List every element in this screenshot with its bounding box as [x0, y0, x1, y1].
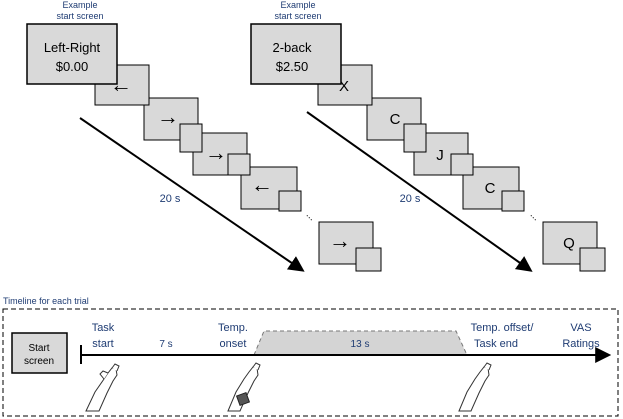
- timeline-start-screen: Start screen: [11, 332, 68, 374]
- left-time-arrow: [79, 117, 305, 272]
- left-screen-3: →: [192, 132, 251, 176]
- right-start-title: 2-back: [272, 40, 312, 55]
- forearm-icon-temp-offset: [458, 362, 492, 412]
- left-screen-5: →: [318, 221, 382, 272]
- interval-7s: 7 s: [159, 339, 172, 350]
- vas-line1: VAS: [570, 322, 591, 334]
- left-ellipsis: ...: [304, 210, 318, 224]
- right-caption-line1: Example: [280, 0, 315, 10]
- right-stimulus-1: X: [339, 78, 349, 95]
- timeline-start-screen-line1: Start: [28, 343, 49, 354]
- left-start-amount: $0.00: [56, 59, 89, 74]
- task-start-line1: Task: [92, 322, 115, 334]
- right-ellipsis: ...: [528, 210, 542, 224]
- right-screen-2: C: [366, 97, 427, 153]
- right-screen-5: Q: [542, 221, 606, 272]
- temp-onset-line2: onset: [220, 338, 247, 350]
- left-caption-line1: Example: [62, 0, 97, 10]
- temp-onset-line1: Temp.: [218, 322, 248, 334]
- right-time-arrow: [306, 111, 533, 272]
- timeline-heading: Timeline for each trial: [3, 296, 89, 306]
- temp-offset-line1: Temp. offset/: [471, 322, 535, 334]
- left-start-title: Left-Right: [44, 40, 101, 55]
- forearm-icon-temp-onset: [227, 362, 261, 412]
- left-screen-4: ←: [240, 166, 302, 212]
- right-duration-label: 20 s: [400, 193, 421, 205]
- left-stimulus-2: →: [157, 104, 179, 129]
- interval-13s: 13 s: [351, 339, 370, 350]
- left-stimulus-4: ←: [251, 172, 273, 197]
- right-caption-line2: start screen: [274, 11, 321, 21]
- forearm-icon-task-start: [85, 363, 120, 412]
- right-stimulus-5: Q: [563, 235, 575, 252]
- left-duration-label: 20 s: [160, 193, 181, 205]
- left-screen-2: →: [143, 97, 203, 153]
- timeline-frame: [2, 308, 619, 417]
- temp-offset-line2: Task end: [474, 338, 518, 350]
- trial-timeline: Timeline for each trial Start screen Tas…: [2, 296, 619, 417]
- right-sequence: Example start screen Q ... C J C X: [250, 0, 606, 272]
- right-stimulus-3: J: [436, 147, 444, 164]
- left-caption-line2: start screen: [56, 11, 103, 21]
- left-stimulus-3: →: [205, 140, 227, 165]
- right-start-screen: 2-back $2.50: [250, 23, 342, 85]
- left-start-screen: Left-Right $0.00: [26, 23, 118, 85]
- left-stimulus-5: →: [329, 228, 351, 253]
- timeline-start-screen-line2: screen: [24, 356, 54, 367]
- left-sequence: Example start screen → ... ← → → ←: [26, 0, 382, 272]
- vas-line2: Ratings: [562, 338, 600, 350]
- right-stimulus-4: C: [485, 180, 496, 197]
- right-stimulus-2: C: [390, 111, 401, 128]
- task-start-line2: start: [92, 338, 113, 350]
- right-start-amount: $2.50: [276, 59, 309, 74]
